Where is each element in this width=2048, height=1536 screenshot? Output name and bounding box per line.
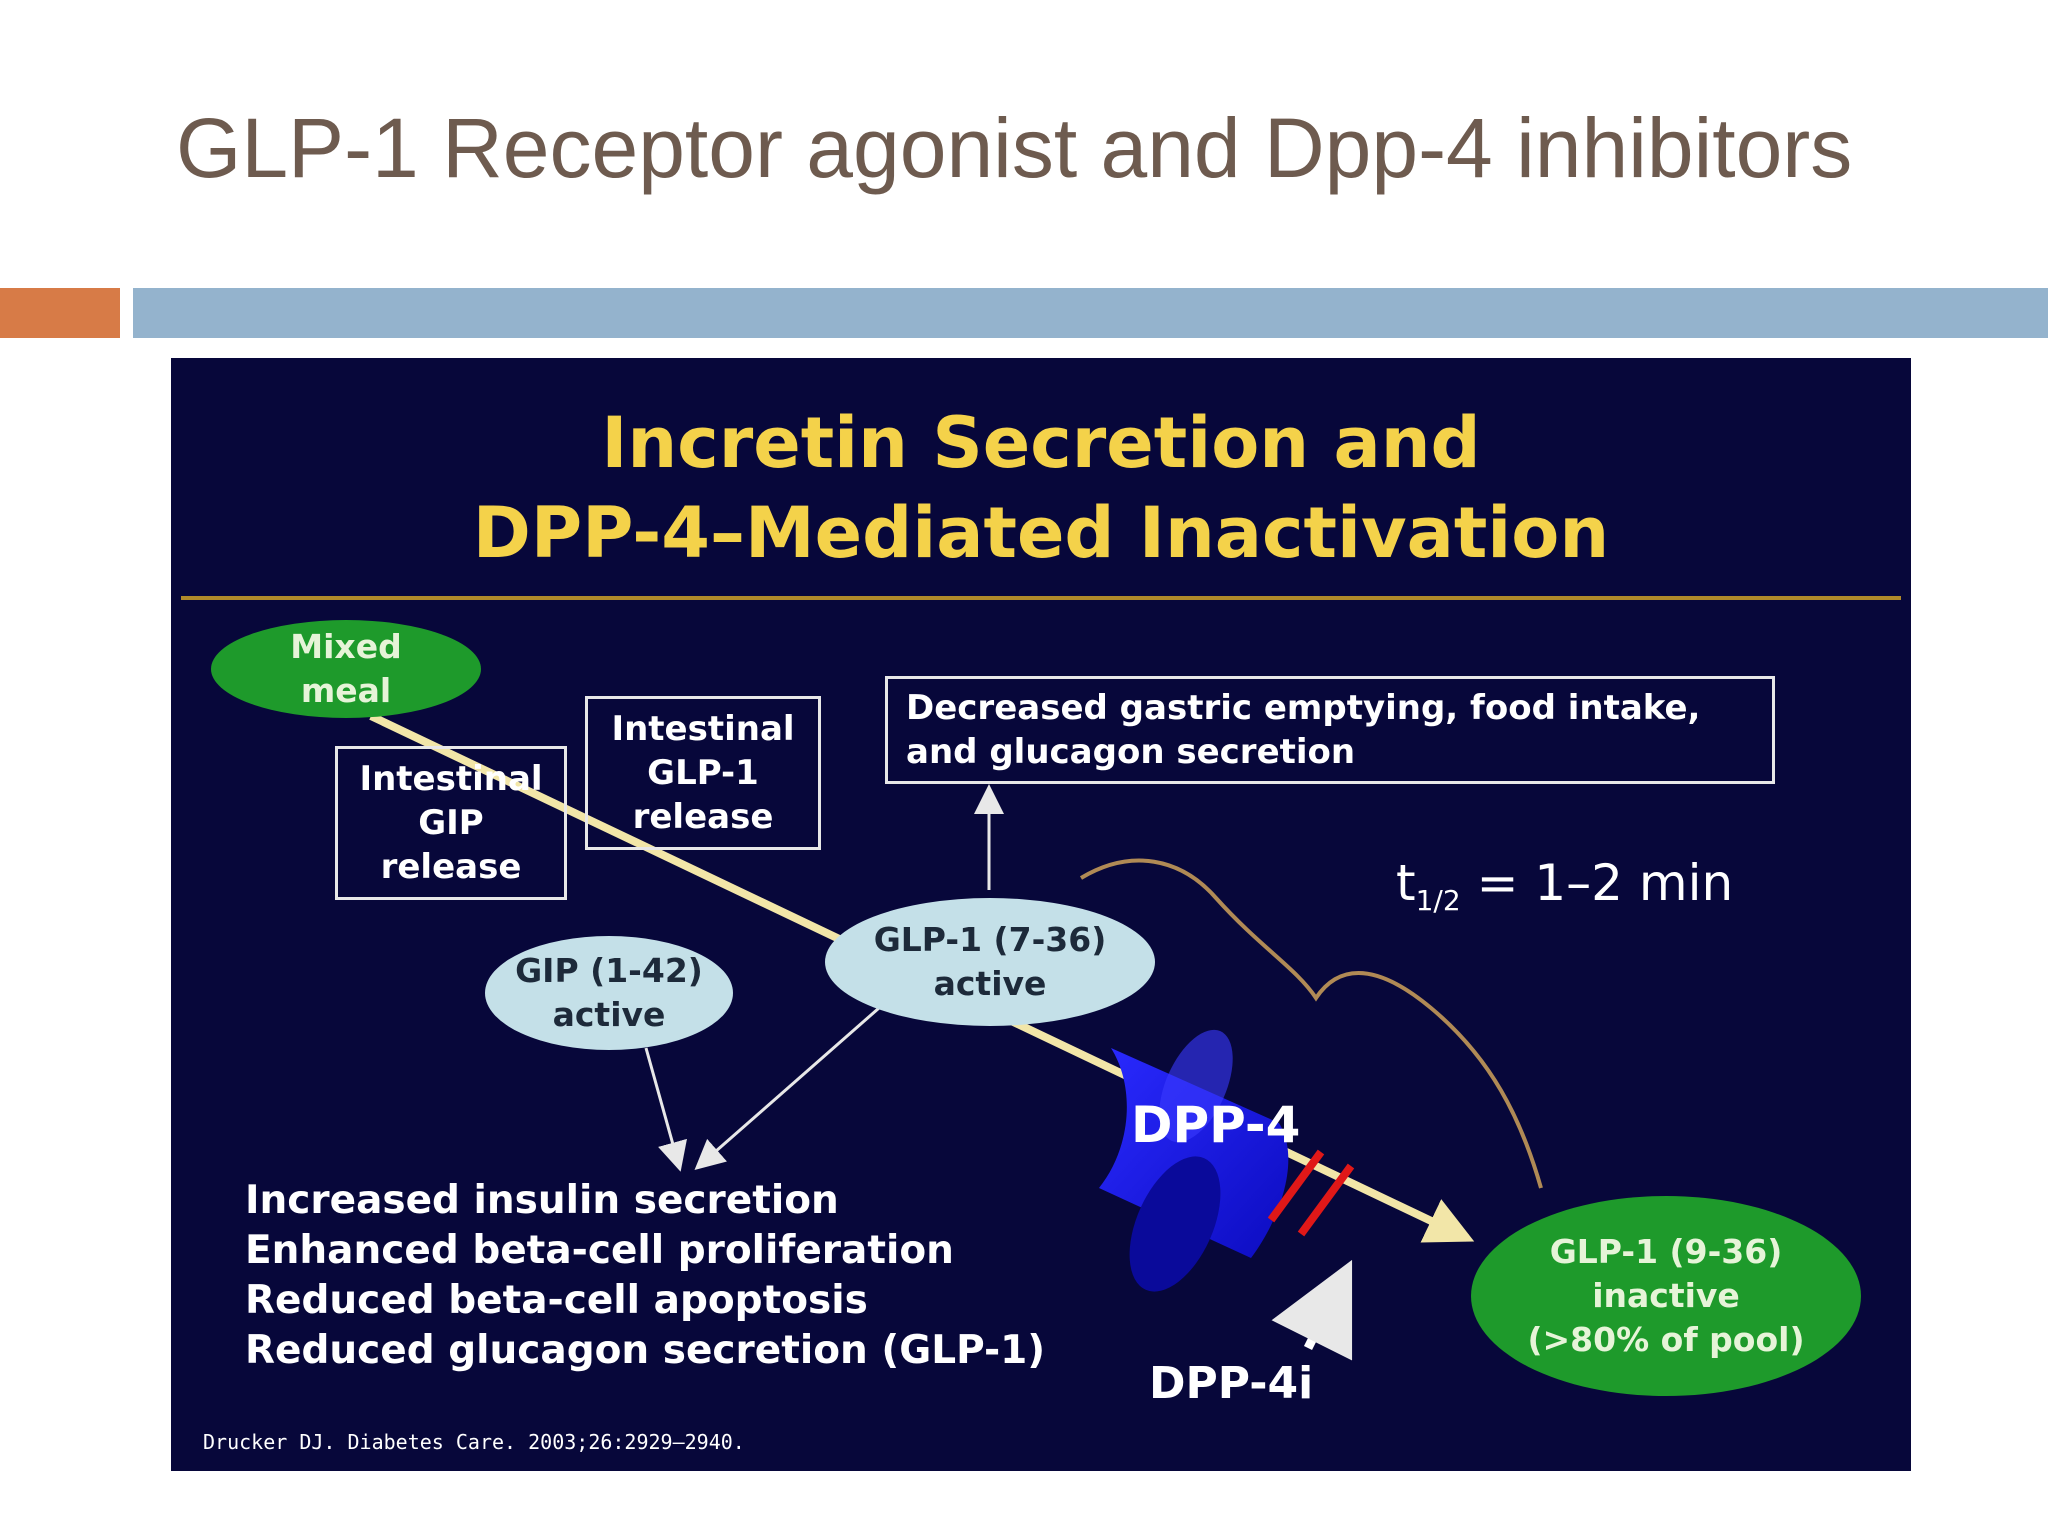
slide-title: GLP-1 Receptor agonist and Dpp-4 inhibit… [176, 101, 1853, 195]
effect-item: Reduced beta-cell apoptosis [245, 1278, 868, 1323]
arrow-glp1-to-effects [694, 1006, 880, 1170]
diagram-graphics [181, 596, 1901, 1361]
block-mark-1 [1267, 1149, 1325, 1223]
dpp4-inhibitor-label: DPP-4i [1149, 1358, 1314, 1409]
gastric-effects-box: Decreased gastric emptying, food intake,… [885, 676, 1775, 784]
incretin-diagram: Incretin Secretion and DPP-4–Mediated In… [171, 358, 1911, 1471]
citation: Drucker DJ. Diabetes Care. 2003;26:2929–… [203, 1430, 745, 1454]
mixed-meal-oval: Mixed meal [211, 620, 481, 718]
half-life-label: t1/2 = 1–2 min [1396, 854, 1734, 917]
diagram-title-line-1: Incretin Secretion and [601, 402, 1481, 484]
effect-item: Increased insulin secretion [245, 1178, 839, 1223]
dpp4i-arrow [1271, 1259, 1353, 1361]
glp1-active-oval: GLP-1 (7-36) active [825, 898, 1155, 1026]
effect-item: Reduced glucagon secretion (GLP-1) [245, 1328, 1046, 1373]
incretin-effects-list: Increased insulin secretion Enhanced bet… [245, 1176, 1045, 1376]
accent-bar-orange [0, 288, 120, 338]
accent-bar-blue [133, 288, 2048, 338]
diagram-title-line-2: DPP-4–Mediated Inactivation [472, 492, 1610, 574]
dpp4-label: DPP-4 [1131, 1096, 1301, 1154]
gip-active-oval: GIP (1-42) active [485, 936, 733, 1050]
intestinal-gip-release-box: Intestinal GIP release [335, 746, 567, 900]
intestinal-glp1-release-box: Intestinal GLP-1 release [585, 696, 821, 850]
glp1-inactive-oval: GLP-1 (9-36) inactive (>80% of pool) [1471, 1196, 1861, 1396]
block-mark-2 [1297, 1163, 1355, 1237]
dpp4-enzyme-shape [1099, 1029, 1289, 1292]
half-life-bracket [1079, 858, 1543, 1189]
arrow-gip-to-effects [644, 1047, 687, 1172]
effect-item: Enhanced beta-cell proliferation [245, 1228, 954, 1273]
